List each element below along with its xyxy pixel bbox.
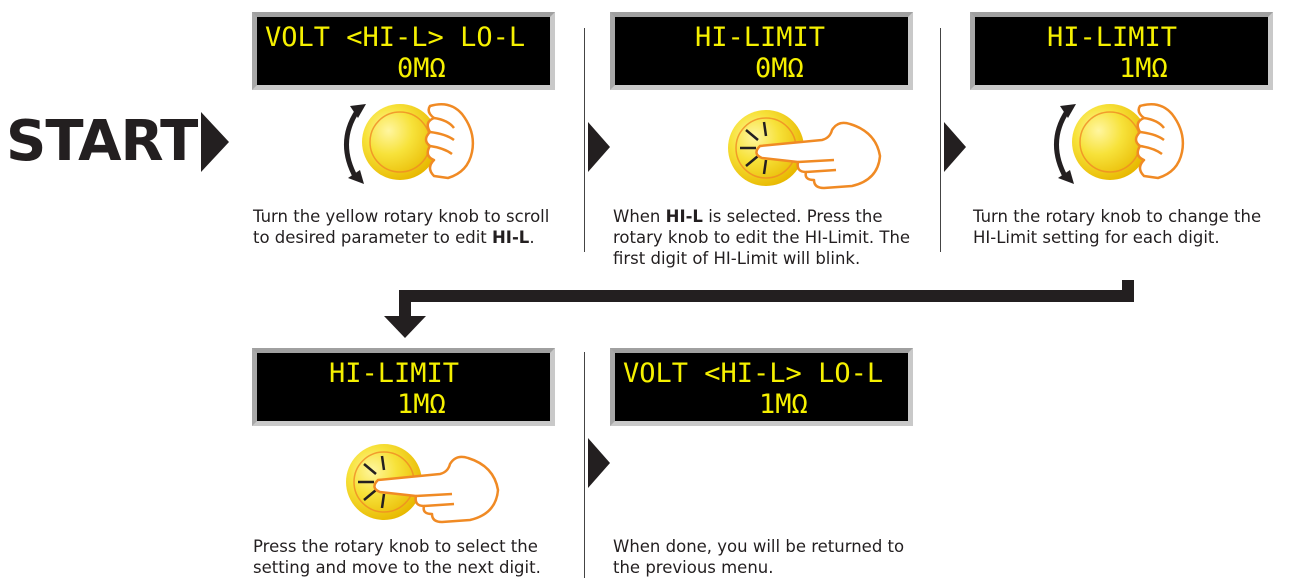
lcd-line-1: VOLT <HI-L> LO-L	[615, 359, 908, 390]
lcd-line-2: 1MΩ	[257, 390, 550, 421]
lcd-display-step-3: HI-LIMIT 1MΩ	[970, 12, 1273, 90]
lcd-line-2: 0MΩ	[257, 54, 550, 85]
caption-text: Press the rotary knob to select the sett…	[253, 537, 541, 577]
caption-step-2: When HI-L is selected. Press the rotary …	[613, 206, 913, 269]
caption-step-4: Press the rotary knob to select the sett…	[253, 536, 573, 578]
press-knob-illustration-step-4	[344, 436, 504, 526]
flow-arrow-icon	[944, 122, 966, 172]
lcd-display-step-1: VOLT <HI-L> LO-L 0MΩ	[252, 12, 555, 90]
start-arrow-icon	[201, 112, 229, 172]
lcd-line-1: HI-LIMIT	[257, 359, 550, 390]
divider	[584, 28, 585, 252]
lcd-display-step-5: VOLT <HI-L> LO-L 1MΩ	[610, 348, 913, 426]
lcd-display-step-4: HI-LIMIT 1MΩ	[252, 348, 555, 426]
divider	[584, 352, 585, 578]
lcd-line-2: 1MΩ	[615, 390, 908, 421]
flow-connector-horizontal	[399, 290, 1134, 302]
lcd-line-1: HI-LIMIT	[615, 23, 908, 54]
caption-text: Turn the rotary knob to change the HI-Li…	[973, 207, 1261, 247]
lcd-line-2: 0MΩ	[615, 54, 908, 85]
press-knob-illustration-step-2	[726, 102, 886, 192]
flow-connector-down	[399, 290, 411, 318]
caption-text-end: .	[529, 228, 534, 247]
flow-arrow-icon	[588, 438, 610, 488]
hand-icon	[426, 104, 473, 178]
turn-knob-illustration-step-3	[1040, 98, 1190, 190]
caption-step-5: When done, you will be returned to the p…	[613, 536, 913, 578]
hand-icon	[1136, 104, 1183, 178]
start-label: START	[6, 114, 197, 170]
flow-arrow-icon	[588, 122, 610, 172]
caption-step-3: Turn the rotary knob to change the HI-Li…	[973, 206, 1283, 248]
caption-text: When done, you will be returned to the p…	[613, 537, 904, 577]
lcd-line-1: VOLT <HI-L> LO-L	[257, 23, 550, 54]
divider	[940, 28, 941, 252]
caption-bold-text: HI-L	[666, 207, 703, 226]
lcd-display-step-2: HI-LIMIT 0MΩ	[610, 12, 913, 90]
flow-arrow-down-icon	[384, 316, 426, 338]
caption-bold-text: HI-L	[492, 228, 529, 247]
lcd-line-1: HI-LIMIT	[975, 23, 1268, 54]
lcd-line-2: 1MΩ	[975, 54, 1268, 85]
turn-knob-illustration-step-1	[330, 98, 480, 190]
caption-text: When	[613, 207, 666, 226]
caption-step-1: Turn the yellow rotary knob to scroll to…	[253, 206, 553, 248]
